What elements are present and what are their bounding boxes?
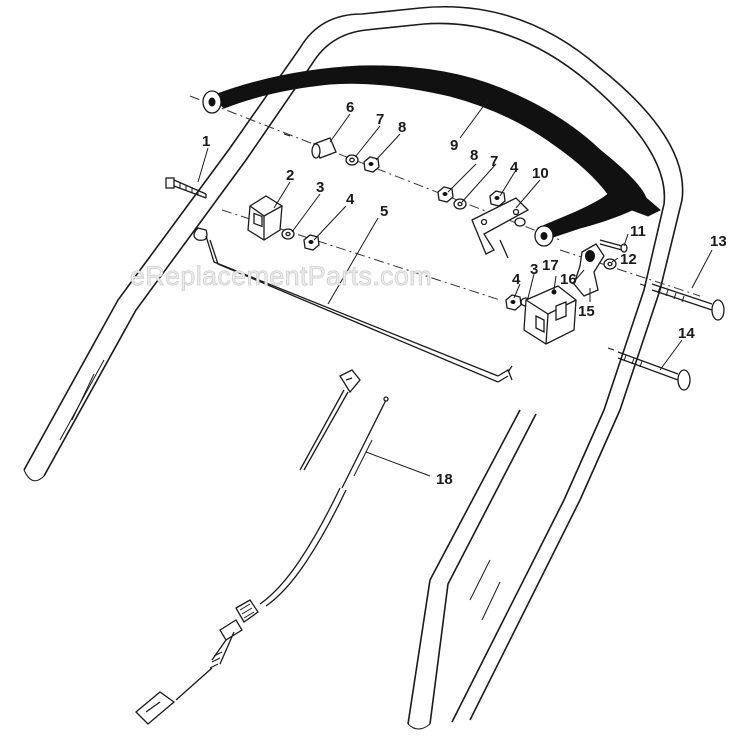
callout-4c: 4 xyxy=(512,271,521,288)
callout-1: 1 xyxy=(202,133,210,150)
callout-12: 12 xyxy=(620,251,637,268)
bracket-part-2 xyxy=(247,195,283,241)
callout-8a: 8 xyxy=(398,119,406,136)
callout-7b: 7 xyxy=(490,153,498,170)
callout-3a: 3 xyxy=(316,179,324,196)
bracket-part-10 xyxy=(471,197,530,259)
washer-part-7-left xyxy=(345,154,359,166)
nut-part-8-left xyxy=(363,156,380,173)
screw-part-11 xyxy=(599,239,628,253)
bolt-part-14 xyxy=(617,351,691,391)
callout-8b: 8 xyxy=(470,147,478,164)
callout-9: 9 xyxy=(450,137,458,154)
callout-7a: 7 xyxy=(376,111,384,128)
nut-part-4-right xyxy=(489,190,506,207)
spacer-part-6 xyxy=(311,137,337,159)
leader-lines xyxy=(197,99,713,477)
bracket-part-17 xyxy=(523,285,577,345)
callout-6: 6 xyxy=(346,99,354,116)
callout-17: 17 xyxy=(542,257,559,274)
callout-16: 16 xyxy=(560,271,577,288)
callout-15: 15 xyxy=(578,303,595,320)
callout-2: 2 xyxy=(286,167,294,184)
bolt-part-1 xyxy=(165,177,207,199)
washer-part-7-right xyxy=(453,198,467,210)
upper-bar-part-9 xyxy=(202,65,661,247)
callout-4a: 4 xyxy=(346,191,355,208)
callout-14: 14 xyxy=(678,325,695,342)
callout-10: 10 xyxy=(532,165,549,182)
bolt-part-13 xyxy=(651,283,725,321)
callout-5: 5 xyxy=(380,203,388,220)
nut-part-4-lower xyxy=(505,294,522,311)
callout-4b: 4 xyxy=(510,159,519,176)
callout-labels: 1 2 3 3 4 4 4 5 6 7 7 8 8 9 10 11 12 13 … xyxy=(202,99,727,488)
block-part-15 xyxy=(573,243,605,297)
control-rod-part-5 xyxy=(193,227,513,383)
control-cable-part-18 xyxy=(135,369,389,725)
washer-part-3-left xyxy=(281,228,295,240)
callout-18: 18 xyxy=(436,471,453,488)
callout-13: 13 xyxy=(710,233,727,250)
upper-handle-frame xyxy=(23,5,684,730)
watermark-text: eReplacementParts.com xyxy=(130,261,432,291)
callout-11: 11 xyxy=(630,223,646,240)
callout-3b: 3 xyxy=(530,261,538,278)
